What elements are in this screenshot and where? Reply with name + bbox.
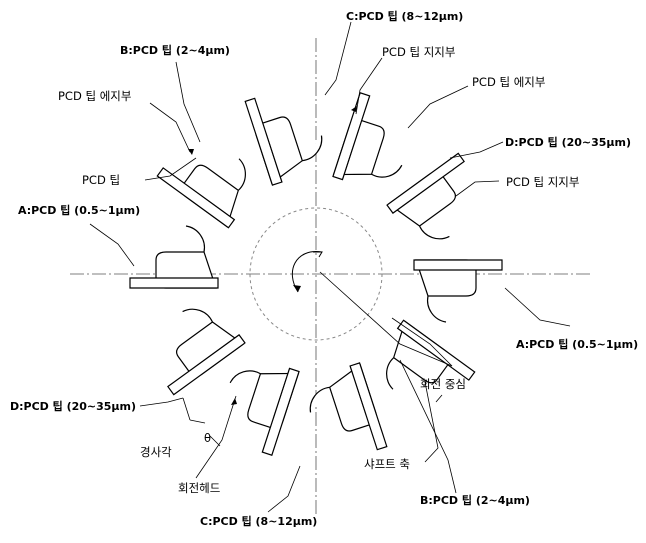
shaft-circle	[249, 207, 383, 341]
pcd-tip	[386, 152, 465, 214]
tooth-gullet	[229, 370, 261, 384]
tip-face-line	[273, 368, 290, 419]
pcd-tip	[332, 92, 371, 181]
tooth-gullet	[185, 225, 206, 253]
tooth-gullet	[302, 135, 323, 162]
tooth-gullet	[371, 164, 403, 178]
label-pcd-support-top: PCD 팁 지지부	[382, 45, 455, 59]
label-pcd-edge-left: PCD 팁 에지부	[58, 89, 131, 103]
pcd-tip	[129, 277, 219, 289]
tooth-gullet	[426, 295, 447, 323]
label-rotation-center: 회전 중심	[420, 377, 466, 391]
label-d-left: D:PCD 팁 (20~35μm)	[10, 400, 136, 413]
leader-lines	[89, 21, 571, 513]
tooth-gullet	[309, 386, 330, 413]
pcd-tip	[156, 167, 236, 229]
pcd-tip	[244, 97, 283, 186]
label-pcd-tip-left: PCD 팁	[82, 173, 120, 187]
label-shaft-axis: 샤프트 축	[364, 457, 410, 471]
label-pcd-edge-right: PCD 팁 에지부	[472, 75, 545, 89]
label-d-right: D:PCD 팁 (20~35μm)	[505, 136, 631, 149]
label-rotating-head: 회전헤드	[178, 481, 220, 495]
label-rake-angle: 경사각	[140, 445, 172, 459]
tip-face-line	[196, 334, 240, 366]
arrow-edge-left	[188, 149, 194, 155]
label-b-left: B:PCD 팁 (2~4μm)	[120, 44, 230, 57]
tip-face-line	[397, 328, 440, 360]
label-b-right: B:PCD 팁 (2~4μm)	[420, 494, 530, 507]
tooth-gullet	[237, 158, 246, 191]
tooth-gullet	[386, 357, 395, 390]
tip-face-line	[265, 132, 283, 183]
tip-face-line	[192, 188, 235, 220]
pcd-tip	[413, 259, 503, 271]
pcd-tip	[261, 367, 300, 456]
tooth-gullet	[182, 308, 214, 323]
pcd-tip	[167, 334, 246, 396]
pcd-tip	[349, 362, 388, 451]
rotation-arrow-head	[293, 285, 301, 292]
label-a-right: A:PCD 팁 (0.5~1μm)	[516, 338, 638, 351]
label-c-top: C:PCD 팁 (8~12μm)	[346, 10, 463, 23]
rotation-arrow-tail	[313, 251, 323, 258]
tip-face-line	[349, 365, 367, 416]
label-theta: θ	[204, 431, 211, 445]
arrow-rotating-head	[231, 398, 237, 405]
label-a-left: A:PCD 팁 (0.5~1μm)	[18, 204, 140, 217]
label-c-bottom: C:PCD 팁 (8~12μm)	[200, 515, 317, 528]
tip-face-line	[342, 129, 359, 180]
arrow-support-top	[351, 106, 357, 112]
tip-face-line	[392, 182, 436, 214]
label-pcd-support-right: PCD 팁 지지부	[506, 175, 579, 189]
tooth-gullet	[418, 225, 450, 240]
